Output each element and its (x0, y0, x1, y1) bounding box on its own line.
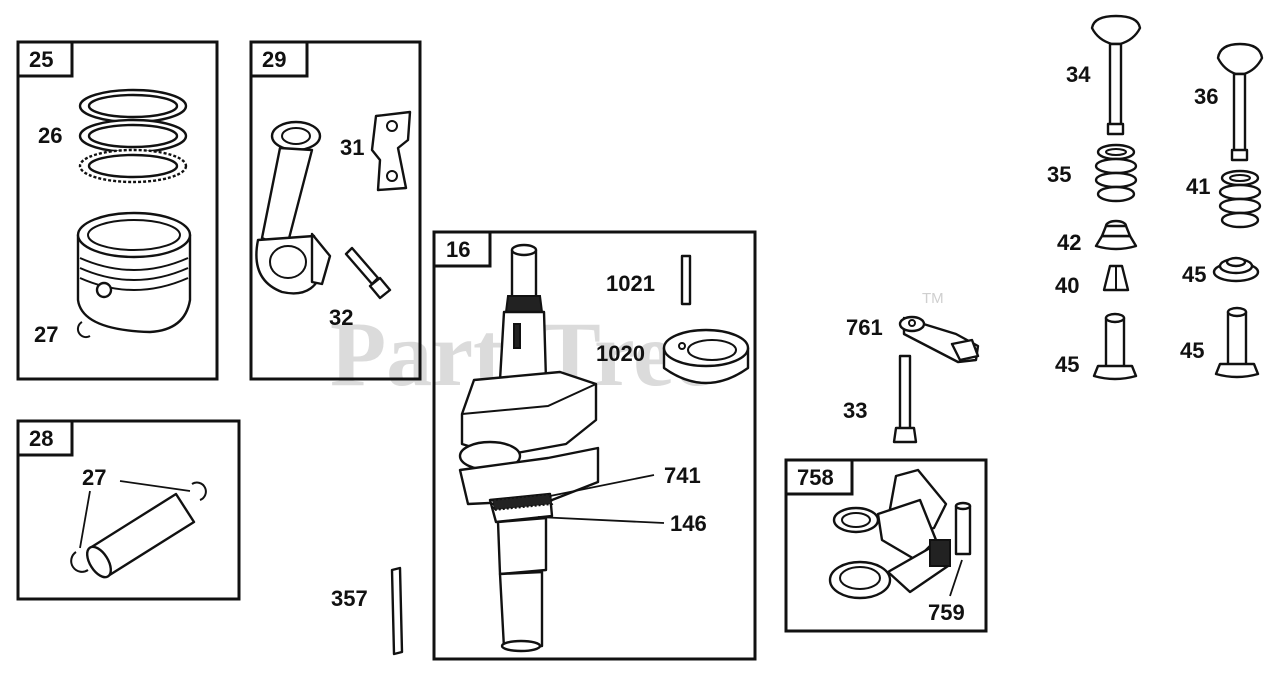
label-31: 31 (340, 135, 364, 160)
group-29-label: 29 (262, 47, 286, 72)
valve-guide-45-a (1092, 312, 1138, 381)
rotator-40 (1212, 256, 1260, 283)
spring-35 (1218, 169, 1262, 229)
group-758-label: 758 (797, 465, 834, 490)
pushrod-761 (892, 354, 918, 444)
label-757: 761 (846, 315, 883, 340)
label-32: 32 (329, 305, 353, 330)
pin-1021 (680, 254, 692, 306)
group-758-box: 758 (784, 458, 988, 633)
valve-33 (1090, 14, 1142, 136)
valve-guide-45-b (1214, 306, 1260, 379)
counterweight-ring (662, 328, 750, 385)
group-28-box: 28 (16, 419, 241, 601)
label-34: 36 (1194, 84, 1218, 109)
piston-rings (78, 88, 188, 184)
connecting-rod (255, 120, 332, 295)
rod-bolt (344, 246, 392, 300)
label-1020: 1020 (596, 341, 645, 366)
piston (76, 211, 192, 334)
clip-ring-c (70, 551, 89, 573)
watermark-trademark: TM (922, 290, 944, 307)
label-33: 34 (1066, 62, 1091, 87)
label-45-a: 45 (1055, 352, 1079, 377)
label-1021: 1021 (606, 271, 655, 296)
label-759: 759 (928, 600, 965, 625)
valve-34 (1216, 42, 1264, 162)
group-16-label: 16 (446, 237, 470, 262)
label-357: 357 (331, 586, 368, 611)
clip-ring-a (76, 321, 91, 339)
dipper-plate (370, 110, 412, 192)
retainer-41 (1094, 219, 1138, 251)
label-35: 41 (1186, 174, 1210, 199)
label-41: 42 (1057, 230, 1081, 255)
pin-759 (954, 501, 972, 556)
label-26: 26 (38, 123, 62, 148)
label-27-b: 27 (82, 465, 106, 490)
label-146: 146 (670, 511, 707, 536)
group-16-box: 16 (432, 230, 757, 661)
key-357 (390, 566, 404, 656)
clip-ring-b (191, 481, 207, 501)
label-761: 33 (843, 398, 867, 423)
label-27-a: 27 (34, 322, 58, 347)
crankshaft (458, 243, 600, 653)
label-36: 35 (1047, 162, 1071, 187)
group-25-label: 25 (29, 47, 53, 72)
label-741: 741 (664, 463, 701, 488)
keeper-42 (1102, 264, 1130, 292)
rocker-757 (898, 315, 980, 364)
spring-36 (1094, 143, 1138, 203)
label-40: 45 (1182, 262, 1206, 287)
label-42: 40 (1055, 273, 1079, 298)
group-25-box: 25 (16, 40, 219, 381)
group-28-label: 28 (29, 426, 53, 451)
piston-pin (85, 492, 196, 579)
governor-bracket (828, 468, 951, 600)
label-45-b: 45 (1180, 338, 1204, 363)
group-29-box: 29 (249, 40, 422, 381)
